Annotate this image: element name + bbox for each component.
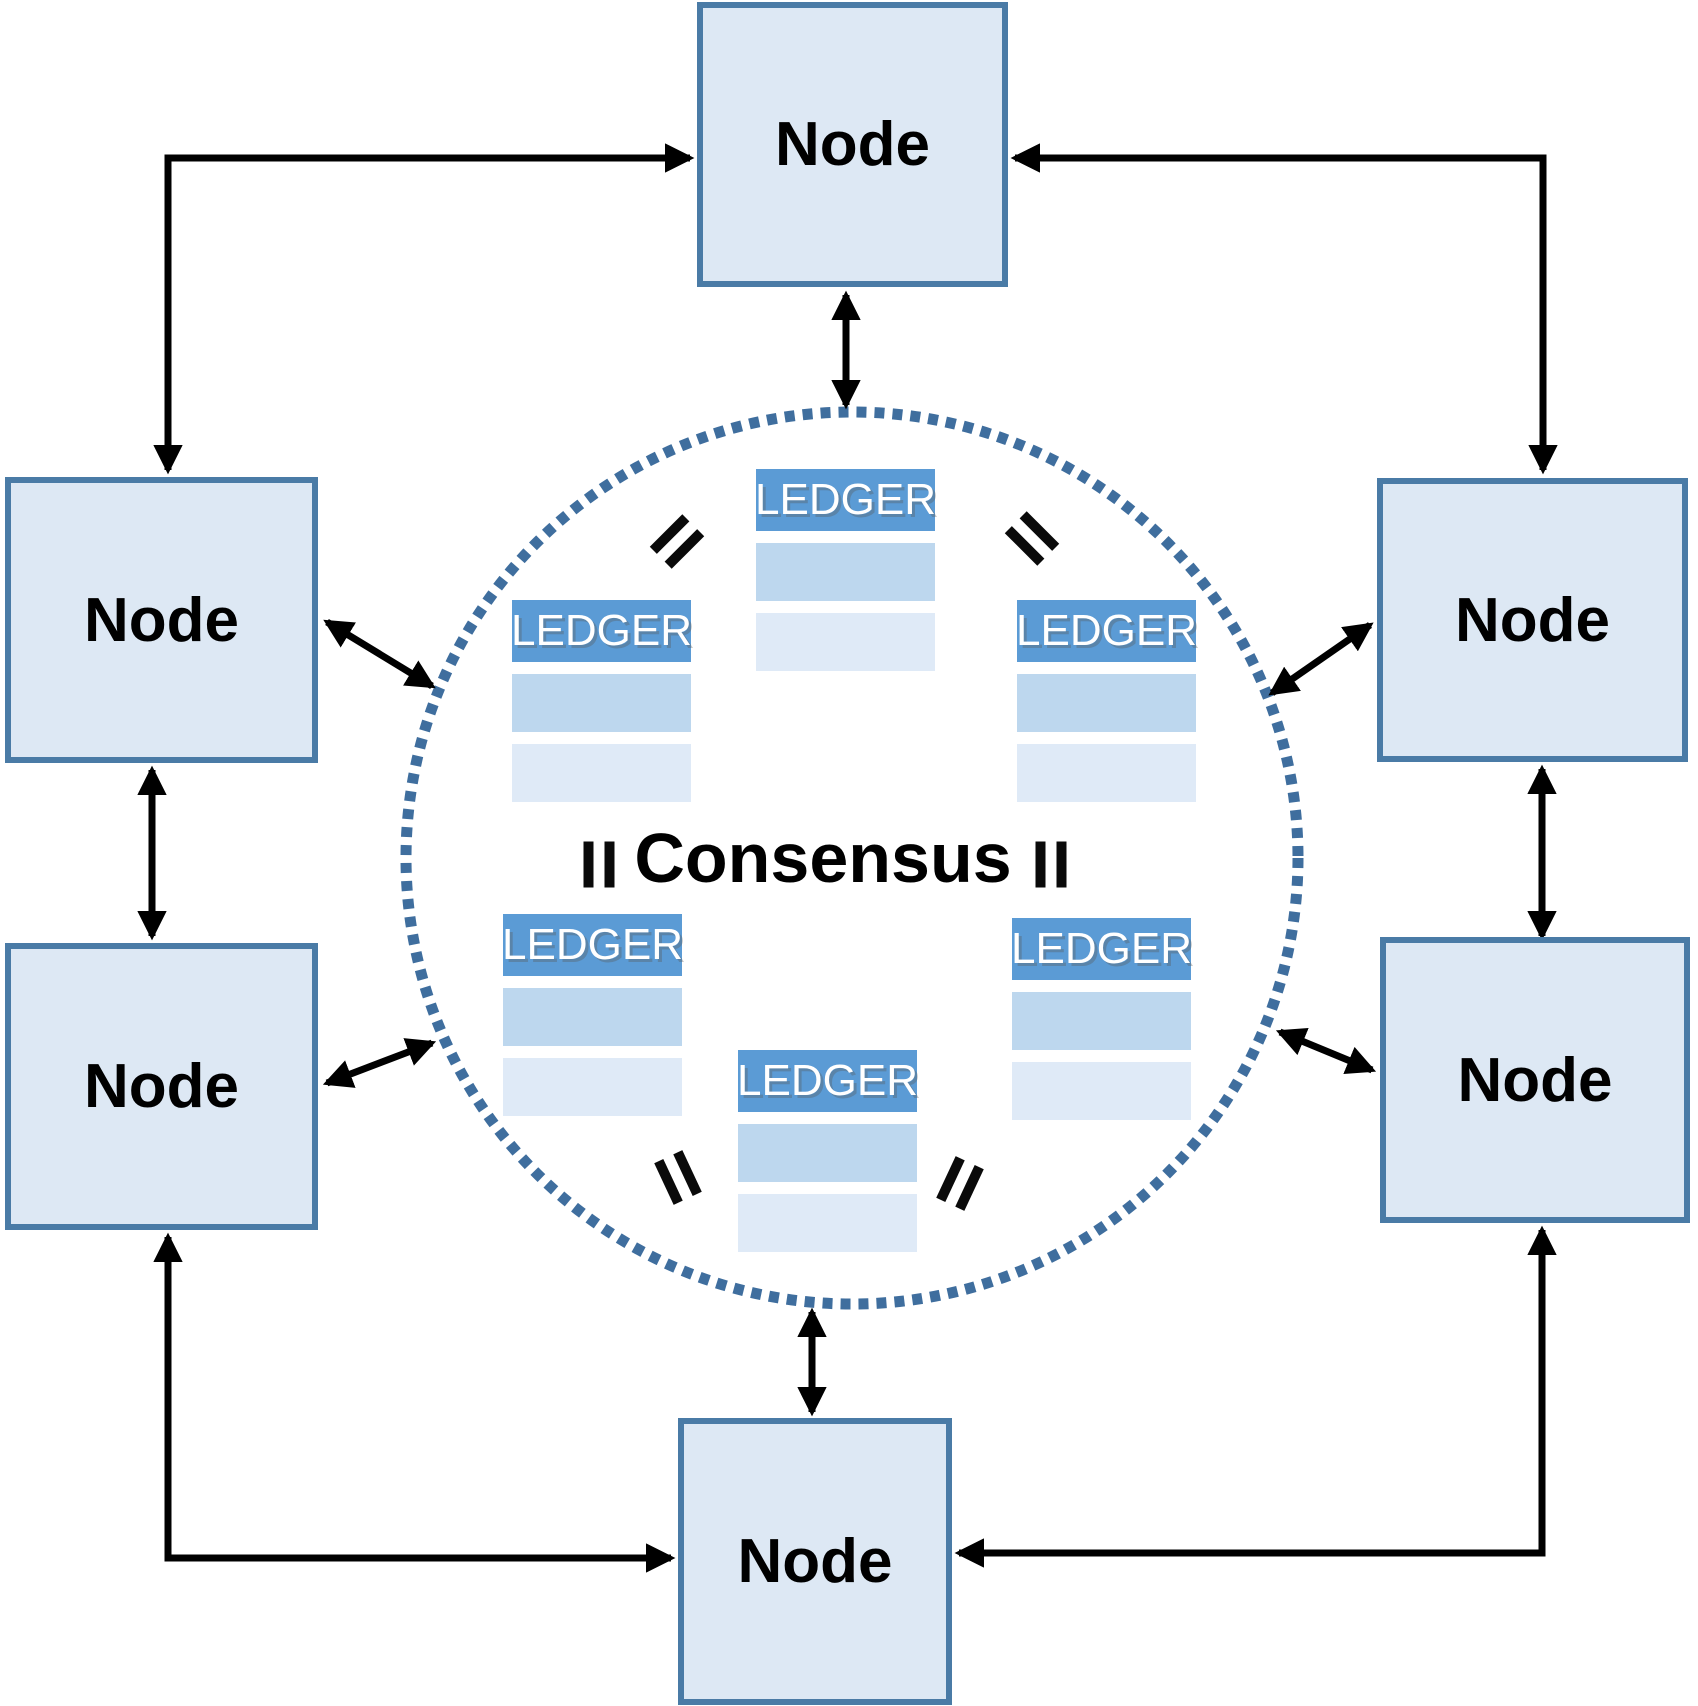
- node-box-left-lower: Node: [5, 943, 318, 1230]
- ledger-header: LEDGER: [502, 914, 683, 976]
- arrow-right-lower-node-circle: [1275, 1027, 1377, 1075]
- ledger-table-bottom-left: LEDGER: [502, 914, 683, 1116]
- equals-icon: [649, 514, 705, 569]
- ledger-row: [1012, 992, 1191, 1050]
- ledger-table-top: LEDGER: [755, 469, 936, 671]
- ledger-row: [503, 988, 682, 1046]
- arrow-right-upper-node-circle: [1268, 622, 1374, 696]
- ledger-header: LEDGER: [1011, 918, 1192, 980]
- node-label: Node: [1455, 585, 1610, 655]
- ledger-row: [512, 744, 691, 802]
- ledger-table-middle-left: LEDGER: [511, 600, 692, 802]
- arrow-left-lower-node-circle: [322, 1038, 437, 1088]
- equals-bar: [1035, 841, 1046, 888]
- node-label: Node: [737, 1527, 893, 1596]
- ledger-table-bottom-center: LEDGER: [737, 1050, 918, 1252]
- equals-bar: [604, 841, 615, 888]
- node-box-right-lower: Node: [1380, 937, 1690, 1223]
- node-label: Node: [775, 110, 930, 179]
- ledger-table-bottom-right: LEDGER: [1011, 918, 1192, 1120]
- ledger-header: LEDGER: [511, 600, 692, 662]
- ledger-label: LEDGER: [737, 1056, 918, 1105]
- arrow-elbow-bottom-to-right-lower: [954, 1225, 1557, 1568]
- node-box-bottom: Node: [678, 1418, 952, 1705]
- ledger-row: [503, 1058, 682, 1116]
- arrow-elbow-left-upper-to-top: [153, 143, 695, 475]
- node-label: Node: [84, 1052, 239, 1121]
- arrow-elbow-left-lower-to-bottom: [153, 1232, 676, 1573]
- node-box-left-upper: Node: [5, 477, 318, 763]
- ledger-row: [1017, 744, 1196, 802]
- ledger-row: [738, 1194, 917, 1252]
- equals-icon: [583, 841, 615, 888]
- consensus-label: Consensus: [634, 819, 1012, 897]
- equals-icon: [654, 1150, 702, 1205]
- ledger-header: LEDGER: [755, 469, 936, 531]
- equals-icon: [1004, 511, 1060, 566]
- equals-bar: [1056, 841, 1067, 888]
- ledger-label: LEDGER: [755, 475, 936, 524]
- node-box-right-upper: Node: [1377, 478, 1688, 762]
- equals-icon: [936, 1156, 984, 1211]
- ledger-row: [1012, 1062, 1191, 1120]
- ledger-header: LEDGER: [1016, 600, 1197, 662]
- ledger-label: LEDGER: [1011, 924, 1192, 973]
- ledger-table-middle-right: LEDGER: [1016, 600, 1197, 802]
- ledger-label: LEDGER: [502, 920, 683, 969]
- ledger-label: LEDGER: [1016, 606, 1197, 655]
- ledger-row: [756, 613, 935, 671]
- ledger-label: LEDGER: [511, 606, 692, 655]
- node-box-top: Node: [697, 2, 1008, 287]
- node-label: Node: [84, 585, 239, 655]
- arrow-elbow-top-to-right-upper: [1010, 143, 1558, 475]
- equals-bar: [955, 1164, 984, 1211]
- ledger-header: LEDGER: [737, 1050, 918, 1112]
- equals-icon: [1035, 841, 1067, 888]
- node-label: Node: [1457, 1045, 1613, 1115]
- arrow-left-upper-node-circle: [323, 619, 436, 689]
- ledger-row: [1017, 674, 1196, 732]
- ledger-row: [738, 1124, 917, 1182]
- ledger-row: [756, 543, 935, 601]
- ledger-row: [512, 674, 691, 732]
- equals-bar: [583, 841, 594, 888]
